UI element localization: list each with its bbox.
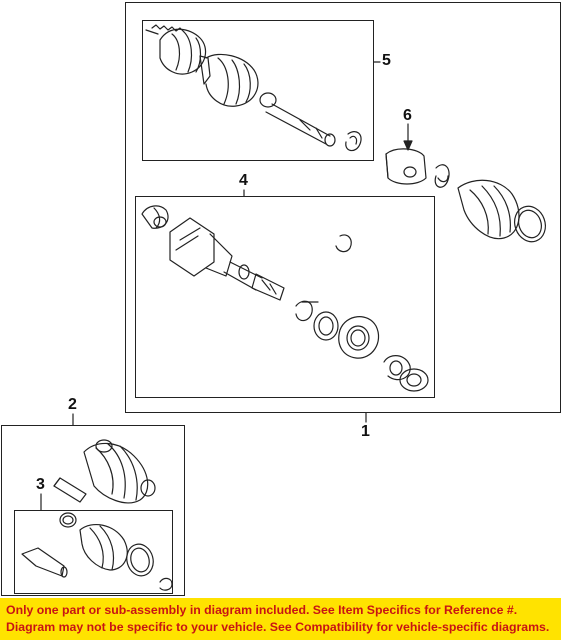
leader-lines xyxy=(40,61,413,511)
disclaimer-banner: Only one part or sub-assembly in diagram… xyxy=(0,598,561,640)
damper-drawing xyxy=(385,148,427,185)
callout-2: 2 xyxy=(68,396,77,413)
callout-3: 3 xyxy=(36,476,45,493)
disclaimer-line-1: Only one part or sub-assembly in diagram… xyxy=(6,603,518,617)
boot-kit-3-frame xyxy=(14,510,173,594)
callout-5: 5 xyxy=(382,52,391,69)
boot-kit-2-drawing xyxy=(53,439,156,504)
callout-1: 1 xyxy=(361,423,370,440)
callout-6: 6 xyxy=(403,107,412,124)
inner-shaft-4-frame xyxy=(135,196,435,398)
inner-axle-shaft-drawing xyxy=(141,205,429,392)
outer-axle-shaft-drawing xyxy=(145,24,362,152)
boot-kit-2-frame xyxy=(1,425,185,596)
boot-kit-3-drawing xyxy=(21,512,173,591)
callout-4: 4 xyxy=(239,172,248,189)
boot-and-clamps-drawing xyxy=(434,164,546,243)
disclaimer-line-2: Diagram may not be specific to your vehi… xyxy=(6,620,550,634)
outer-shaft-5-frame xyxy=(142,20,374,161)
